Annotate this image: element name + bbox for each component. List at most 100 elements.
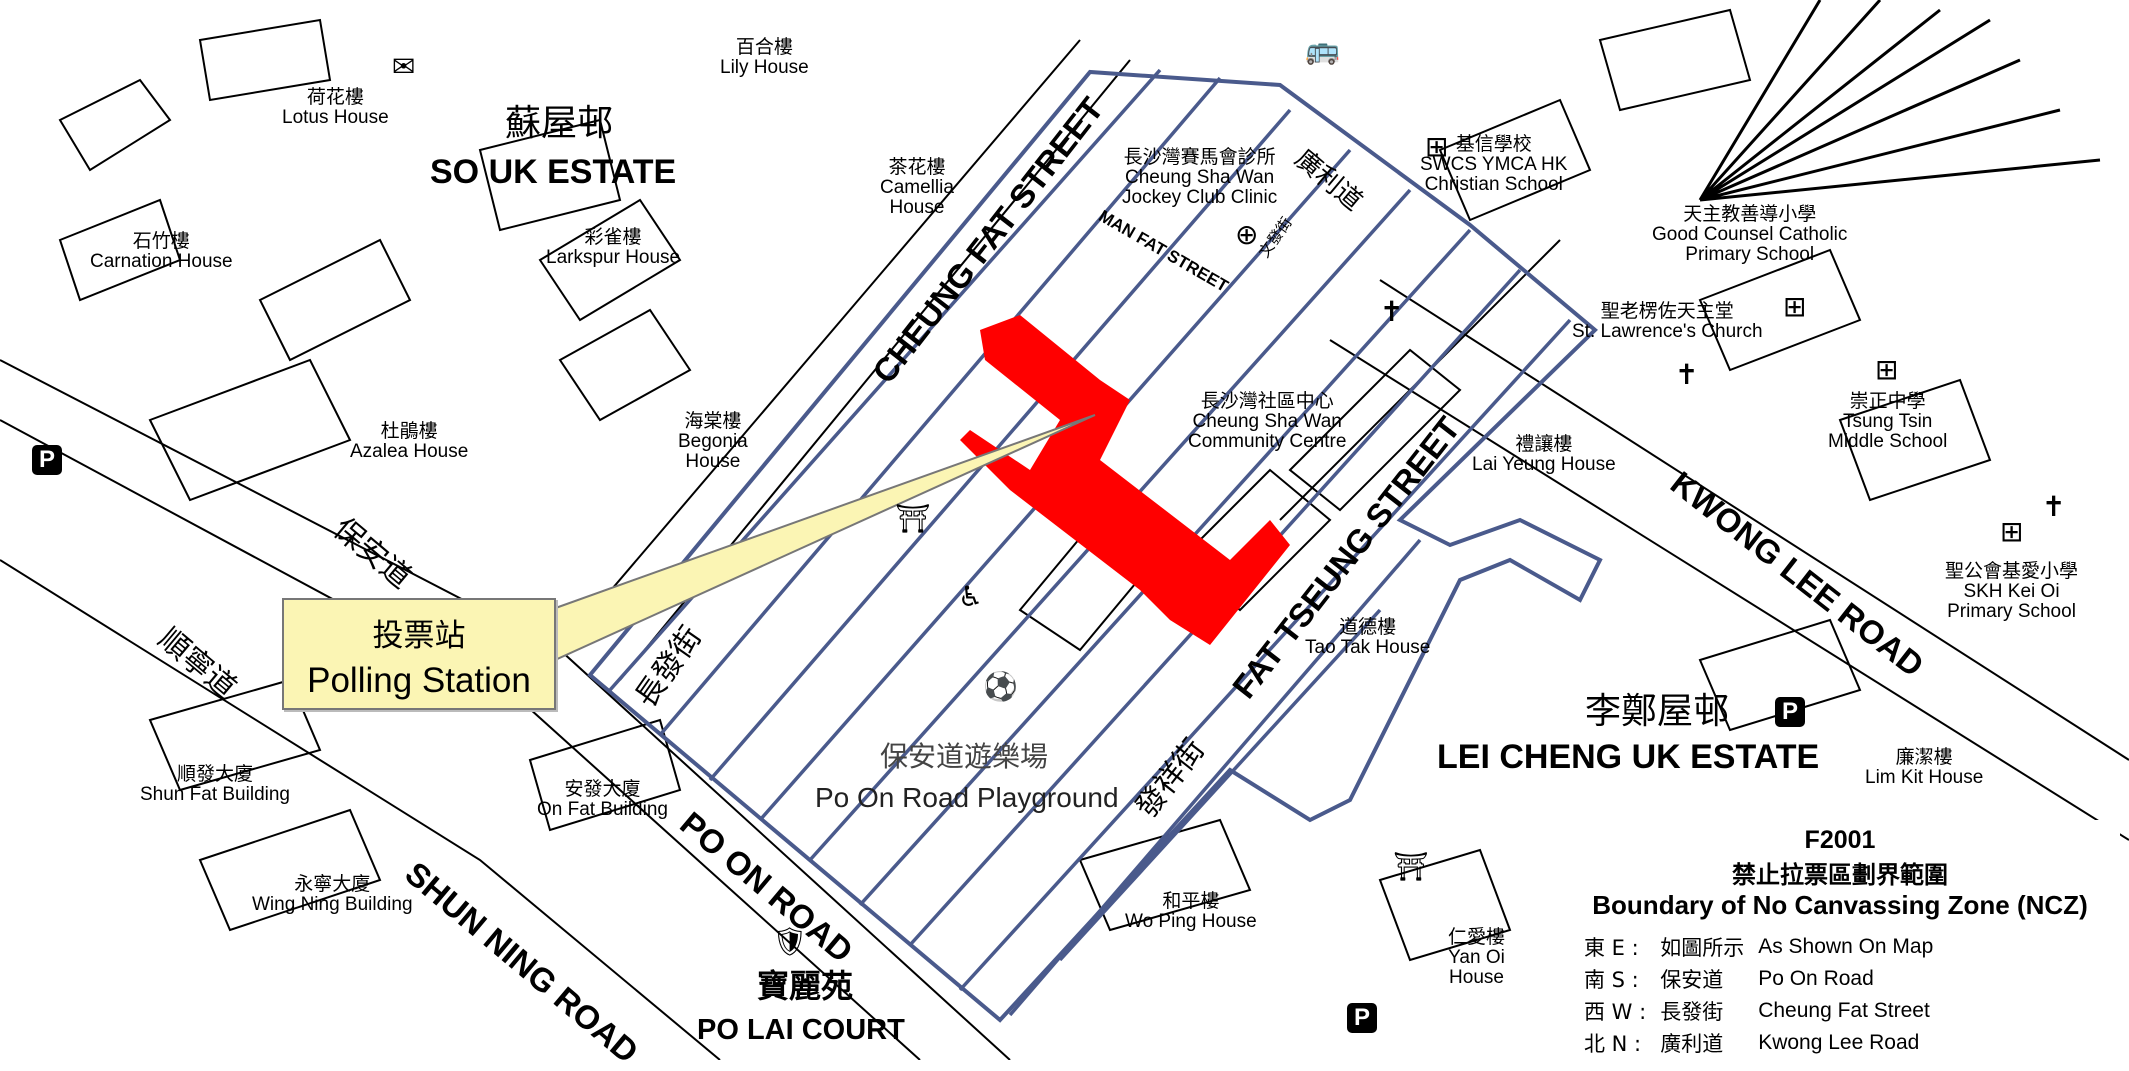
community-centre-en2: Community Centre (1188, 430, 1347, 452)
camellia-house-en1: Camellia (880, 176, 954, 198)
legend-dir: 南 S : (1584, 968, 1639, 992)
estate-so-uk-cn: 蘇屋邨 (505, 103, 614, 144)
road-kwong-lee-edge-n (1379, 279, 2129, 761)
good-counsel-en2: Primary School (1685, 243, 1815, 265)
estate-lei-cheng-cn: 李鄭屋邨 (1585, 691, 1730, 732)
building-outline (58, 8, 1992, 962)
polling-station-building (960, 315, 1290, 645)
hillside-hatching (1698, 0, 2101, 202)
carnation-house-cn: 石竹樓 (132, 231, 190, 252)
estate-so-uk-en: SO UK ESTATE (430, 153, 677, 191)
polling-station-label-en: Polling Station (307, 661, 531, 700)
parking-icon: P (1775, 697, 1805, 727)
camellia-house-en2: House (889, 196, 945, 218)
court-po-lai-cn: 寶麗苑 (757, 967, 854, 1005)
lily-house-en: Lily House (720, 56, 809, 78)
estate-lei-cheng-en: LEI CHENG UK ESTATE (1437, 738, 1820, 776)
church-icon: ✝ (1380, 295, 1404, 328)
on-fat-cn: 安發大廈 (564, 779, 641, 800)
larkspur-house-cn: 彩雀樓 (584, 227, 642, 248)
kei-oi-en2: Primary School (1947, 600, 2076, 622)
begonia-house-en2: House (685, 450, 741, 472)
legend-cn: 如圖所示 (1660, 936, 1745, 960)
legend-en: Po On Road (1758, 967, 1874, 990)
clinic-en2: Jockey Club Clinic (1122, 186, 1278, 208)
community-centre-en1: Cheung Sha Wan (1192, 410, 1342, 432)
swcs-school-en2: Christian School (1424, 173, 1563, 195)
ball-court-icon: ⚽ (983, 670, 1018, 703)
bus-terminus-icon: 🚌 (1305, 33, 1340, 66)
legend-dir: 北 N : (1584, 1032, 1642, 1056)
ncz-legend: F2001 禁止拉票區劃界範圍 Boundary of No Canvassin… (1560, 820, 2120, 1065)
carnation-house-en: Carnation House (90, 250, 233, 272)
clinic-en1: Cheung Sha Wan (1124, 166, 1275, 188)
wo-ping-cn: 和平樓 (1162, 891, 1220, 912)
swcs-school-cn: 基信學校 (1455, 134, 1532, 155)
legend-cn: 廣利道 (1660, 1032, 1724, 1056)
legend-en: Cheung Fat Street (1758, 999, 1930, 1022)
road-cheung-fat-edge-w (559, 39, 1081, 651)
st-lawrence-en: St. Lawrence's Church (1572, 320, 1763, 342)
on-fat-en: On Fat Building (537, 798, 668, 820)
post-office-icon: ✉ (392, 50, 416, 83)
legend-title-en: Boundary of No Canvassing Zone (NCZ) (1592, 890, 2088, 920)
playground-icon: ♿ (958, 580, 984, 613)
legend-code: F2001 (1804, 826, 1876, 854)
court-po-lai-en: PO LAI COURT (697, 1014, 905, 1046)
polling-station-label-cn: 投票站 (372, 618, 466, 654)
tsung-tsin-cn: 崇正中學 (1849, 391, 1926, 412)
legend-row-west: 西 W : 長發街 Cheung Fat Street (1584, 995, 1947, 1027)
lim-kit-en: Lim Kit House (1865, 766, 1984, 788)
lotus-house-en: Lotus House (282, 106, 389, 128)
legend-dir: 西 W : (1584, 1000, 1647, 1024)
community-centre-cn: 長沙灣社區中心 (1200, 391, 1334, 412)
school-icon: ⊞ (2000, 515, 2024, 548)
swcs-school-en1: SWCS YMCA HK (1420, 153, 1568, 175)
legend-cn: 長發街 (1660, 1000, 1724, 1024)
azalea-house-cn: 杜鵑樓 (380, 421, 438, 442)
kei-oi-en1: SKH Kei Oi (1963, 580, 2060, 602)
camellia-house-cn: 茶花樓 (888, 157, 946, 178)
church-icon: ✝ (1675, 358, 1699, 391)
legend-en: As Shown On Map (1758, 935, 1934, 958)
wing-ning-en: Wing Ning Building (252, 893, 413, 915)
lai-yeung-en: Lai Yeung House (1472, 453, 1616, 475)
begonia-house-cn: 海棠樓 (684, 411, 742, 432)
pavilion-icon: ⛩ (895, 502, 931, 535)
legend-row-east: 東 E : 如圖所示 As Shown On Map (1584, 931, 1947, 963)
clinic-cn: 長沙灣賽馬會診所 (1123, 147, 1276, 168)
lily-house-cn: 百合樓 (735, 37, 793, 58)
shun-fat-en: Shun Fat Building (140, 783, 290, 805)
parking-icon: P (32, 445, 62, 475)
begonia-house-en1: Begonia (678, 430, 748, 452)
legend-dir: 東 E : (1584, 936, 1639, 960)
school-icon: ⊞ (1425, 130, 1449, 163)
azalea-house-en: Azalea House (350, 440, 469, 462)
shun-fat-cn: 順發大廈 (176, 764, 253, 785)
polling-station-callout: 投票站 Polling Station (282, 598, 556, 710)
road-kwong-lee-edge-s (1329, 339, 2129, 841)
school-icon: ⊞ (1875, 353, 1899, 386)
larkspur-house-en: Larkspur House (546, 246, 681, 268)
tao-tak-en: Tao Tak House (1305, 636, 1431, 658)
